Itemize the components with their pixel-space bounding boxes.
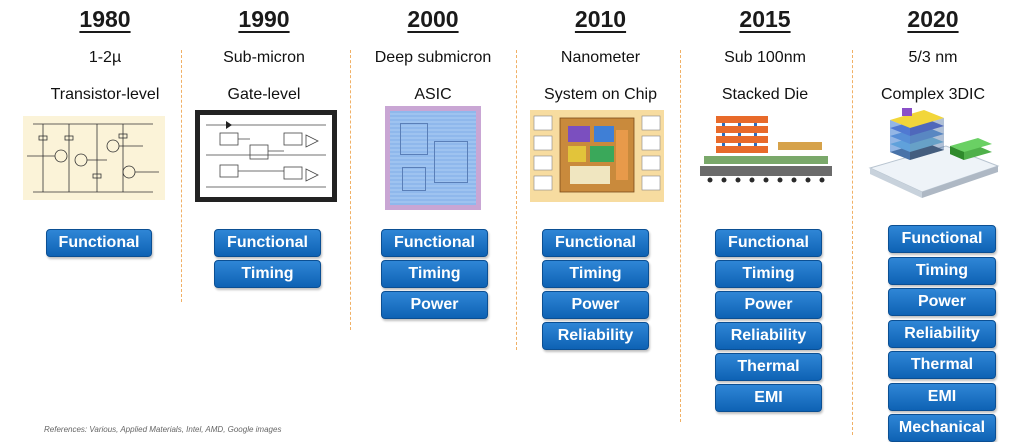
era-design-style: ASIC bbox=[414, 86, 452, 103]
verification-pill-functional: Functional bbox=[381, 229, 488, 257]
transistor-schematic-image bbox=[23, 116, 165, 200]
era-year: 2000 bbox=[407, 6, 459, 32]
era-column-1990: 1990 Sub-micron Gate-level bbox=[188, 0, 340, 440]
verification-pill-mechanical: Mechanical bbox=[888, 414, 996, 442]
verification-pill-functional: Functional bbox=[542, 229, 649, 257]
verification-pill-functional: Functional bbox=[214, 229, 321, 257]
era-column-2010: 2010 Nanometer System on Chip bbox=[523, 0, 678, 440]
era-column-1980: 1980 1-2µ Transistor-level bbox=[20, 0, 190, 440]
verification-pill-thermal: Thermal bbox=[888, 351, 996, 379]
era-design-style: Transistor-level bbox=[50, 86, 160, 103]
era-process-node: 1-2µ bbox=[88, 49, 122, 66]
verification-pill-timing: Timing bbox=[542, 260, 649, 288]
verification-pill-timing: Timing bbox=[214, 260, 321, 288]
column-divider bbox=[852, 50, 853, 435]
verification-pill-functional: Functional bbox=[888, 225, 996, 253]
era-year: 1980 bbox=[79, 6, 131, 32]
era-process-node: Sub-micron bbox=[223, 49, 305, 66]
era-process-node: Deep submicron bbox=[374, 49, 492, 66]
verification-pill-reliability: Reliability bbox=[715, 322, 822, 350]
verification-pill-power: Power bbox=[715, 291, 822, 319]
gate-level-schematic-image bbox=[195, 110, 337, 202]
era-process-node: 5/3 nm bbox=[908, 49, 958, 66]
verification-pill-thermal: Thermal bbox=[715, 353, 822, 381]
verification-pill-timing: Timing bbox=[715, 260, 822, 288]
era-process-node: Nanometer bbox=[560, 49, 641, 66]
verification-pill-emi: EMI bbox=[888, 383, 996, 411]
verification-pill-power: Power bbox=[542, 291, 649, 319]
column-divider bbox=[350, 50, 351, 330]
stacked-die-image bbox=[698, 112, 834, 196]
soc-block-diagram-image bbox=[530, 110, 664, 202]
era-column-2015: 2015 Sub 100nm Stacked Die bbox=[690, 0, 840, 440]
verification-pill-reliability: Reliability bbox=[888, 320, 996, 348]
asic-die-image bbox=[385, 106, 481, 210]
verification-pill-functional: Functional bbox=[715, 229, 822, 257]
verification-pill-power: Power bbox=[888, 288, 996, 316]
era-design-style: Gate-level bbox=[227, 86, 301, 103]
era-process-node: Sub 100nm bbox=[724, 49, 806, 66]
era-year: 1990 bbox=[238, 6, 290, 32]
verification-pill-reliability: Reliability bbox=[542, 322, 649, 350]
verification-pill-timing: Timing bbox=[381, 260, 488, 288]
era-design-style: Stacked Die bbox=[721, 86, 809, 103]
column-divider bbox=[181, 50, 182, 302]
era-design-style: Complex 3DIC bbox=[880, 86, 986, 103]
column-divider bbox=[516, 50, 517, 350]
era-column-2020: 2020 5/3 nm Complex 3DIC bbox=[858, 0, 1008, 440]
era-year: 2015 bbox=[739, 6, 791, 32]
era-design-style: System on Chip bbox=[544, 86, 657, 103]
era-column-2000: 2000 Deep submicron ASIC bbox=[357, 0, 509, 440]
era-year: 2010 bbox=[574, 6, 627, 32]
column-divider bbox=[680, 50, 681, 422]
era-year: 2020 bbox=[907, 6, 959, 32]
3dic-image bbox=[866, 106, 1002, 202]
verification-pill-functional: Functional bbox=[46, 229, 152, 257]
verification-pill-emi: EMI bbox=[715, 384, 822, 412]
verification-pill-power: Power bbox=[381, 291, 488, 319]
verification-pill-timing: Timing bbox=[888, 257, 996, 285]
references-note: References: Various, Applied Materials, … bbox=[44, 425, 282, 434]
